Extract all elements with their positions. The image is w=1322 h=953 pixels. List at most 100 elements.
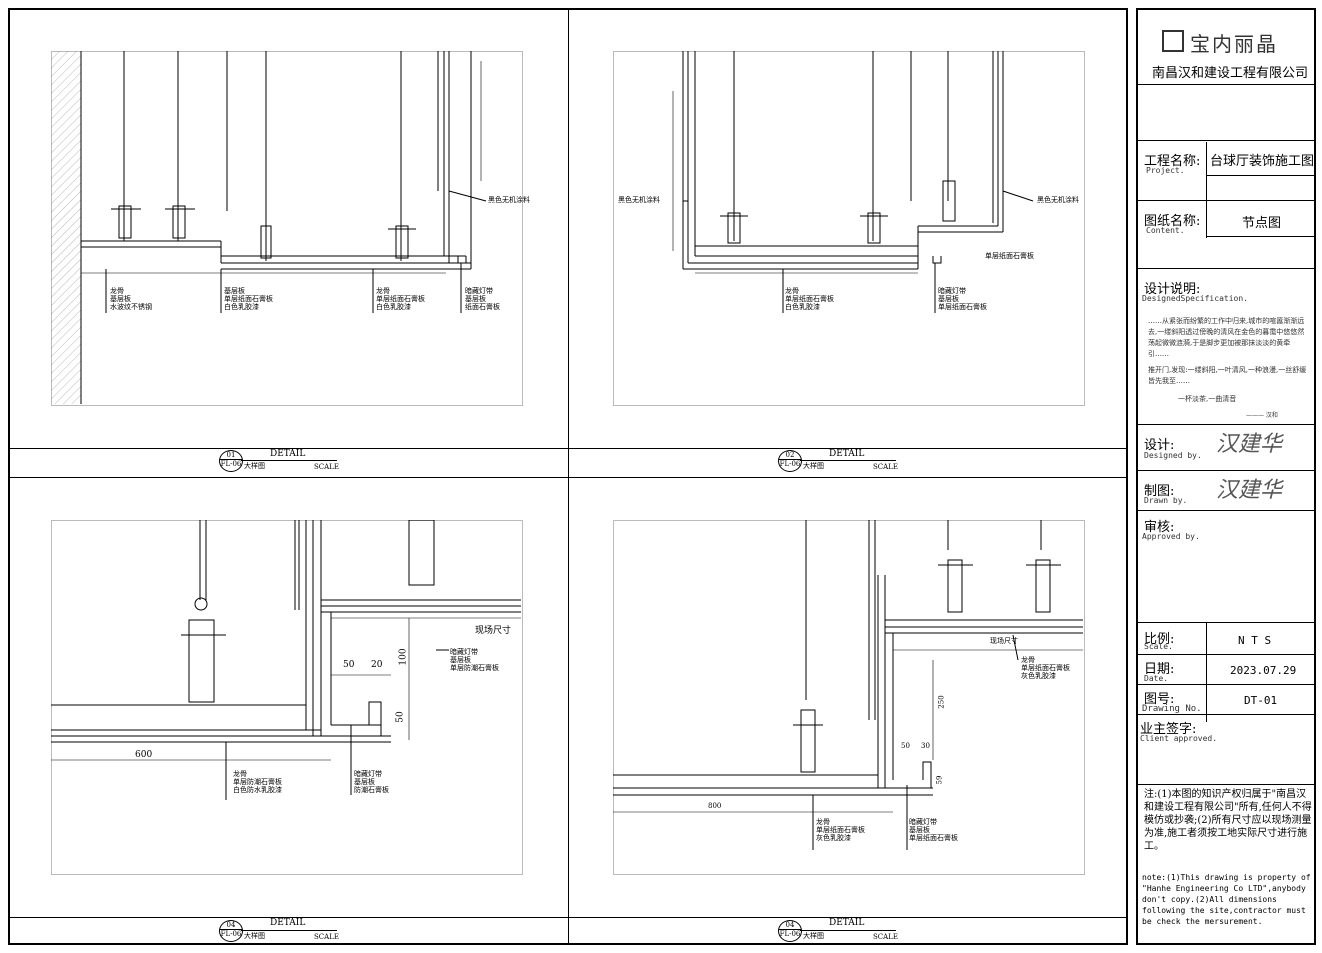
designer-signature: 汉建华	[1216, 432, 1283, 457]
vertical-divider	[568, 10, 569, 943]
detail-number: 04	[226, 921, 236, 929]
dim-50a: 50	[343, 660, 355, 670]
detail-ref: FL-06	[220, 930, 242, 938]
spec-text-1: ……从紧张而纷繁的工作中归来,城市的喧嚣渐渐远去,一缕斜阳透过傍晚的清风在金色的…	[1148, 317, 1305, 358]
leader-group-2: 暗藏灯带 基层板 单层纸面石膏板	[938, 287, 987, 311]
detail-title: DETAIL	[829, 449, 865, 459]
dim-30: 30	[921, 742, 930, 750]
leader-group-3: 龙骨 单层纸面石膏板 白色乳胶漆	[376, 287, 425, 311]
leader-label: 单层纸面石膏板	[1021, 664, 1070, 672]
dim-600: 600	[135, 750, 153, 760]
leader-label: 基层板	[224, 287, 245, 295]
dim-100: 100	[398, 648, 409, 666]
leader-group-2: 暗藏灯带 基层板 单层纸面石膏板	[909, 818, 958, 842]
leader-group-right: 龙骨 单层纸面石膏板 灰色乳胶漆	[1021, 656, 1070, 680]
detail-bubble: 01 FL-06	[219, 450, 243, 472]
note-chinese: 注:(1)本图的知识产权归属于"南昌汉和建设工程有限公司"所有,任何人不得模仿或…	[1144, 789, 1312, 852]
project-label-en: Project.	[1146, 166, 1185, 175]
leader-label: 暗藏灯带	[938, 287, 966, 295]
detail-number: 02	[785, 451, 795, 459]
drawn-label-en: Drawn by.	[1144, 496, 1188, 505]
leader-group-1: 龙骨 单层纸面石膏板 灰色乳胶漆	[816, 818, 865, 842]
drawing-no-value: DT-01	[1244, 694, 1278, 707]
scale-value: N T S	[1238, 634, 1272, 647]
approved-label-en: Approved by.	[1142, 532, 1200, 541]
detail-bubble: 04 FL-06	[778, 920, 802, 942]
detail-scale: SCALE	[314, 463, 339, 471]
date-label-en: Date.	[1144, 674, 1169, 683]
drawn-label: 制图:	[1144, 484, 1175, 499]
title-block: 宝内丽晶 南昌汉和建设工程有限公司 工程名称: Project. 台球厅装饰施工…	[1136, 8, 1316, 945]
spec-signoff: ——— 汉和	[1246, 412, 1278, 419]
leader-label: 基层板	[465, 295, 486, 303]
leader-label: 水波纹不锈钢	[110, 303, 152, 311]
leader-label: 单层防潮石膏板	[450, 664, 499, 672]
leader-label: 暗藏灯带	[909, 818, 937, 826]
dim-20: 20	[371, 660, 383, 670]
detail-ref: FL-06	[220, 460, 242, 468]
label-board: 单层纸面石膏板	[985, 252, 1034, 260]
leader-label: 白色防水乳胶漆	[233, 786, 282, 794]
scale-label-en: Scale.	[1144, 642, 1173, 651]
detail-bubble: 04 FL-06	[219, 920, 243, 942]
detail-drawing-04	[613, 520, 1083, 850]
leader-group-2: 暗藏灯带 基层板 防潮石膏板	[354, 770, 389, 794]
detail-frame-03	[51, 520, 523, 875]
content-label-en: Content.	[1146, 226, 1185, 235]
client-label-en: Client approved.	[1140, 734, 1218, 743]
leader-group-1: 龙骨 单层防潮石膏板 白色防水乳胶漆	[233, 770, 282, 794]
leader-label: 纸面石膏板	[465, 303, 500, 311]
detail-drawing-01	[51, 51, 487, 404]
spec-label: 设计说明:	[1144, 282, 1201, 297]
detail-bubble: 02 FL-06	[778, 450, 802, 472]
leader-label: 龙骨	[376, 287, 390, 295]
leader-group-4: 暗藏灯带 基层板 纸面石膏板	[465, 287, 500, 311]
detail-ref: FL-06	[779, 930, 801, 938]
detail-scale: SCALE	[314, 933, 339, 941]
drawing-no-label: 图号:	[1144, 692, 1175, 707]
detail-subtitle: 大样图	[244, 932, 265, 940]
leader-label: 单层纸面石膏板	[785, 295, 834, 303]
designed-label: 设计:	[1144, 438, 1175, 453]
drawing-no-label-en: Drawing No.	[1142, 704, 1202, 714]
leader-label: 单层纸面石膏板	[816, 826, 865, 834]
logo-text: 宝内丽晶	[1190, 32, 1278, 56]
leader-label: 单层纸面石膏板	[376, 295, 425, 303]
detail-subtitle: 大样图	[803, 932, 824, 940]
dim-250: 250	[937, 695, 946, 709]
dim-800: 800	[708, 802, 722, 810]
leader-label: 白色乳胶漆	[376, 303, 411, 311]
detail-subtitle: 大样图	[803, 462, 824, 470]
leader-label: 龙骨	[1021, 656, 1035, 664]
dim-50: 50	[901, 742, 910, 750]
horizontal-divider	[10, 477, 1126, 478]
project-value: 台球厅装饰施工图	[1210, 154, 1315, 169]
leader-label: 白色乳胶漆	[224, 303, 259, 311]
leader-label: 龙骨	[816, 818, 830, 826]
leader-label: 单层纸面石膏板	[909, 834, 958, 842]
label-site-size: 现场尺寸	[475, 626, 512, 636]
leader-group-2: 基层板 单层纸面石膏板 白色乳胶漆	[224, 287, 273, 311]
client-label: 业主签字:	[1140, 722, 1197, 737]
label-site-size: 现场尺寸	[990, 637, 1018, 645]
caption-underline	[800, 930, 896, 931]
leader-label: 基层板	[354, 778, 375, 786]
spec-text-2: 推开门,发现:一缕斜阳,一叶清风,一种浪漫,一丝舒缓皆先我至……	[1148, 366, 1307, 385]
detail-frame-02	[613, 51, 1085, 406]
detail-drawing-03	[51, 520, 521, 800]
caption-underline	[241, 460, 337, 461]
detail-number: 01	[226, 451, 236, 459]
caption-underline	[241, 930, 337, 931]
date-value: 2023.07.29	[1230, 664, 1297, 677]
leader-label: 基层板	[938, 295, 959, 303]
leader-label: 暗藏灯带	[354, 770, 382, 778]
drafter-signature: 汉建华	[1216, 478, 1283, 503]
leader-group-right: 暗藏灯带 基层板 单层防潮石膏板	[450, 648, 499, 672]
leader-label: 白色乳胶漆	[785, 303, 820, 311]
leader-label: 基层板	[909, 826, 930, 834]
leader-label: 灰色乳胶漆	[1021, 672, 1056, 680]
leader-label: 暗藏灯带	[450, 648, 478, 656]
detail-drawing-02	[672, 51, 1034, 313]
leader-label: 龙骨	[233, 770, 247, 778]
drawing-sheet	[8, 8, 1128, 945]
